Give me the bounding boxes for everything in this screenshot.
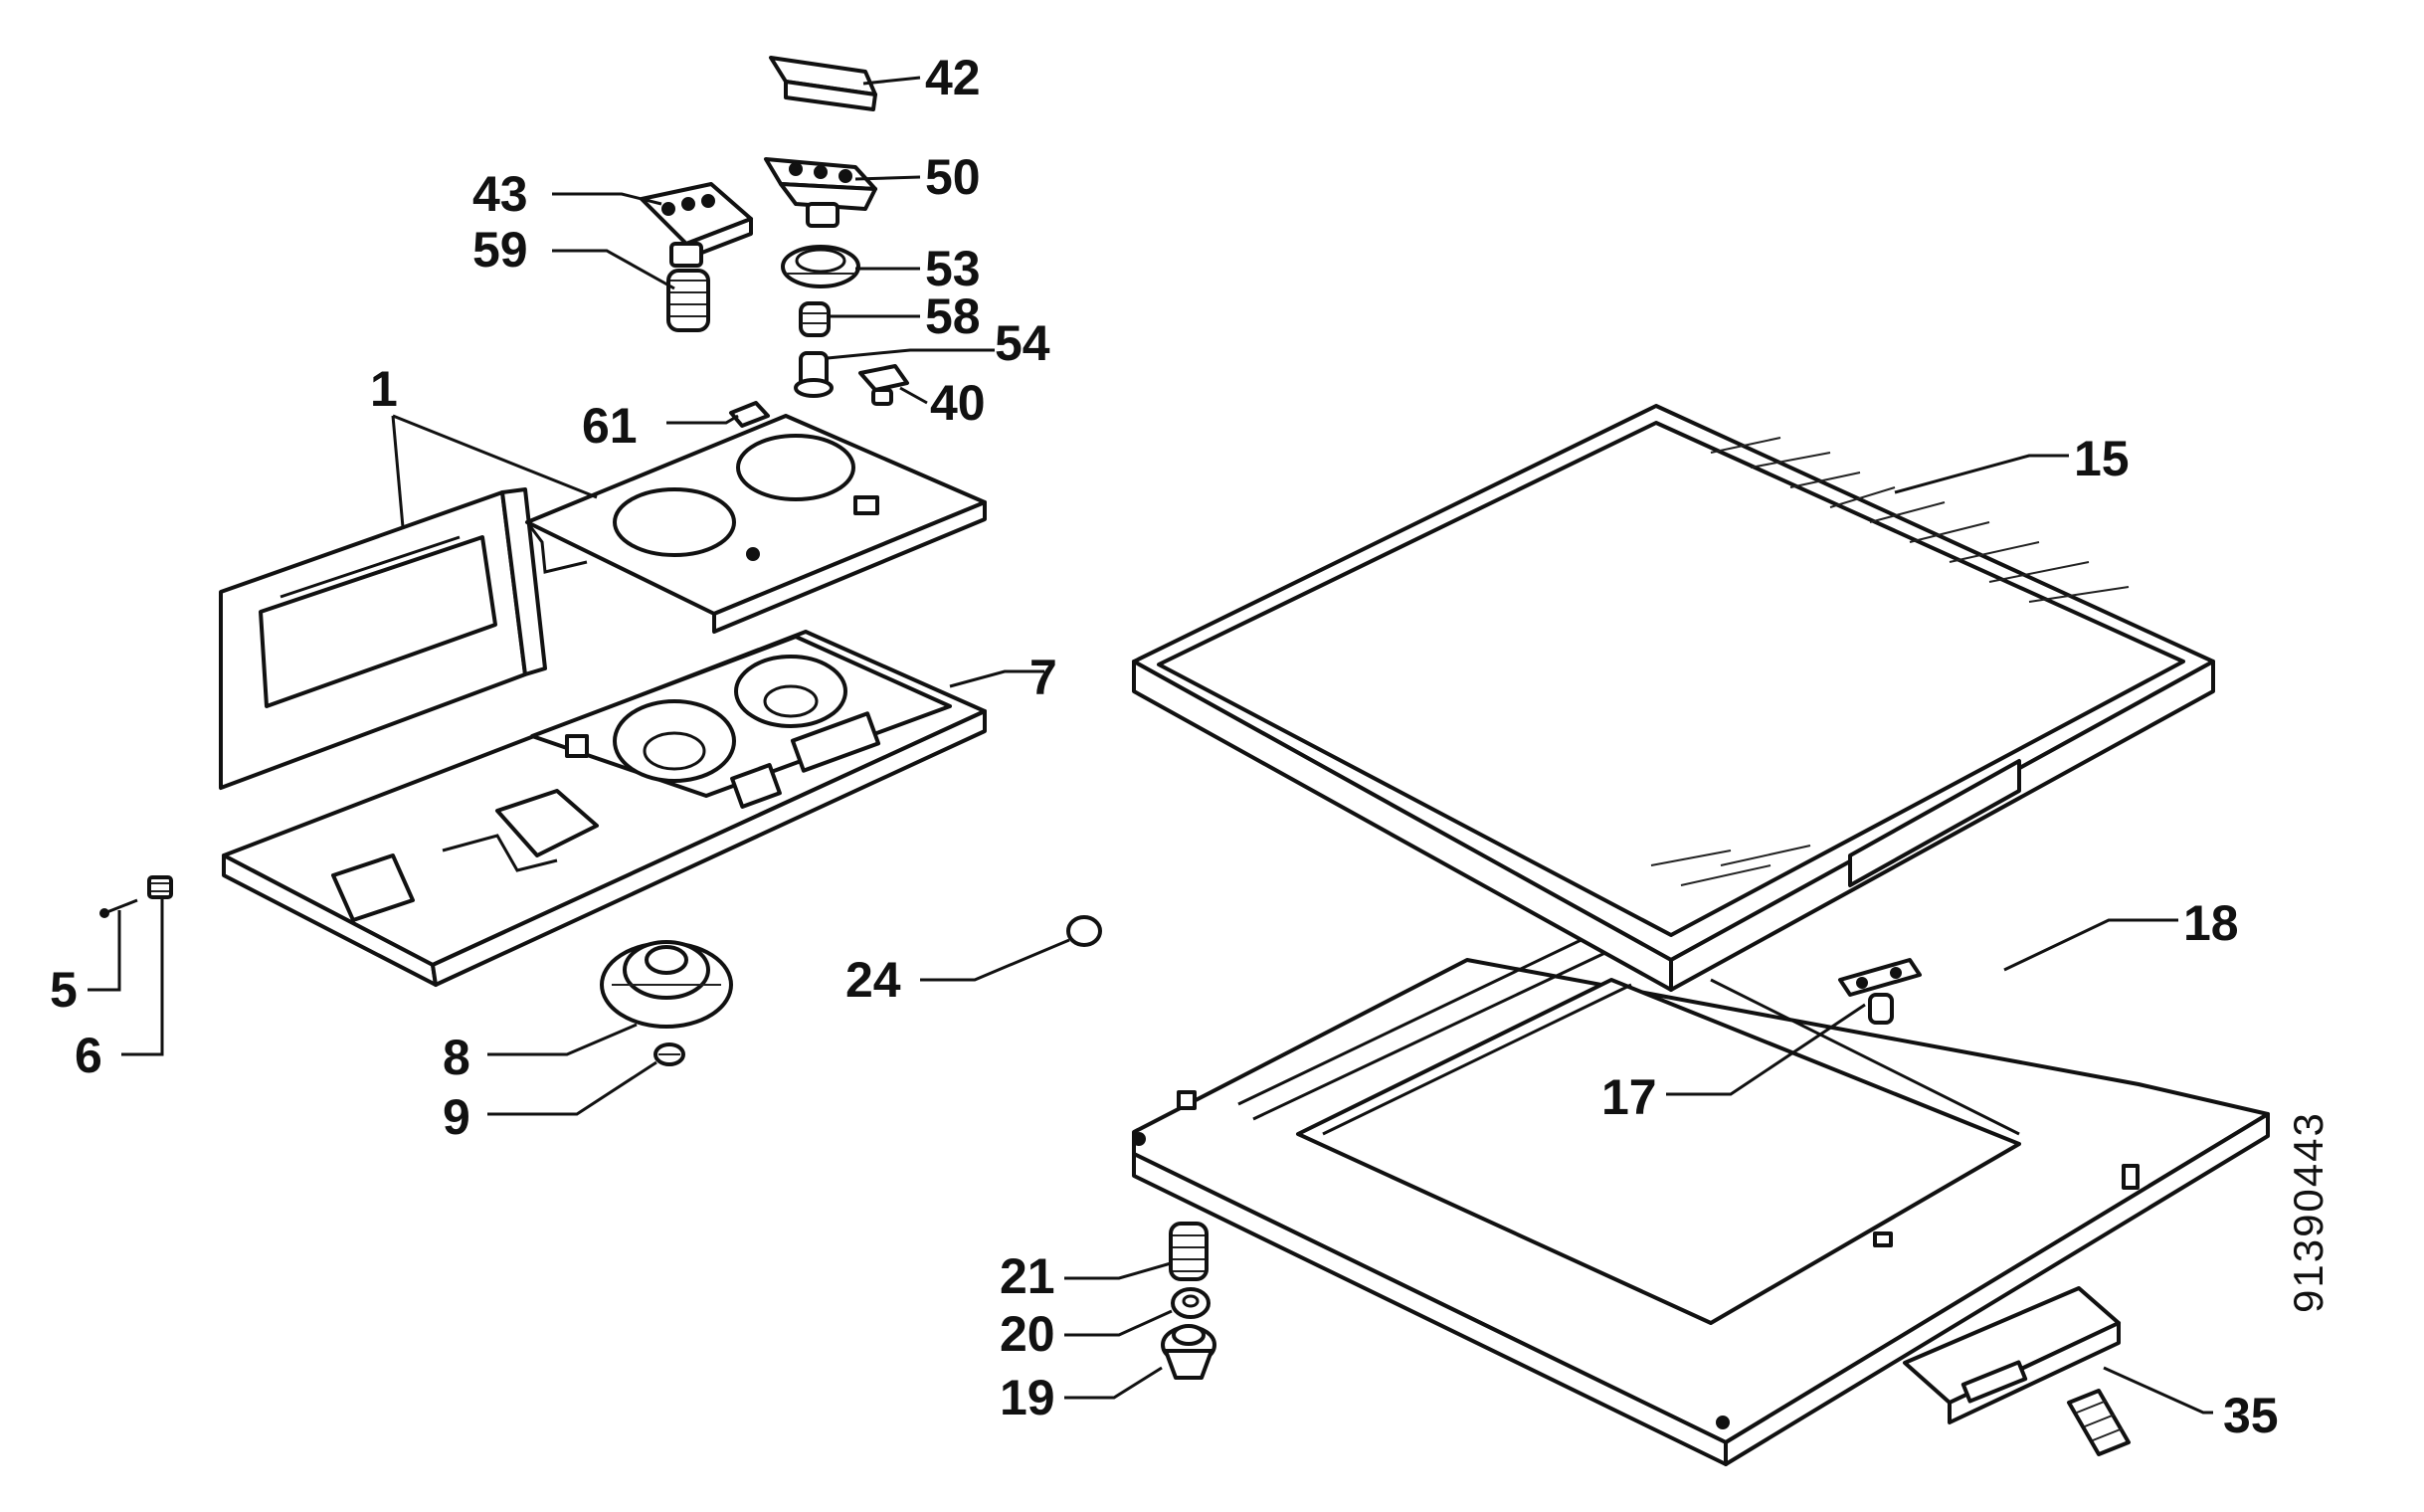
part-5-screw [99,898,138,918]
callout-53: 53 [925,241,981,296]
callout-20: 20 [1000,1306,1055,1362]
part-17-hinge [1838,958,1922,1025]
callout-15: 15 [2074,431,2130,486]
part-7-control-frame [222,630,987,987]
part-42-cover [769,56,877,111]
callout-42: 42 [925,50,981,105]
part-40-button [858,364,909,406]
callout-1: 1 [370,361,398,417]
part-19-foot [1161,1324,1216,1380]
callout-5: 5 [50,962,78,1018]
callout-50: 50 [925,149,981,205]
callout-58: 58 [925,288,981,344]
part-59-spring [666,269,710,332]
part-35-latch [1903,1286,2131,1456]
callout-6: 6 [75,1028,102,1083]
part-1-panel-top [525,414,987,634]
callout-9: 9 [443,1089,470,1145]
part-54-shaft [794,351,834,398]
part-15-lid [1132,404,2215,992]
callout-24: 24 [845,952,901,1008]
callout-19: 19 [1000,1370,1055,1425]
part-43-switch [640,182,753,268]
callout-43: 43 [472,166,528,222]
part-21-spring [1169,1222,1209,1281]
part-1-panel-front [219,487,547,790]
callout-8: 8 [443,1030,470,1085]
callout-59: 59 [472,222,528,278]
callout-7: 7 [1029,650,1057,705]
part-20-bushing [1171,1287,1211,1319]
part-24-cap [1066,915,1102,947]
part-61-clip [729,401,770,428]
leader-lines [88,76,2213,1415]
part-50-selector [764,157,877,228]
callout-18: 18 [2183,895,2239,951]
part-6-grommet [147,875,173,899]
drawing-number: 91390443 [2285,1111,2331,1313]
part-18-frame [1132,933,2270,1466]
callout-21: 21 [1000,1248,1055,1304]
callout-61: 61 [582,398,638,454]
callout-35: 35 [2223,1388,2279,1443]
callout-40: 40 [930,375,986,431]
callout-17: 17 [1601,1069,1657,1125]
part-9-screw [653,1042,685,1066]
callout-54: 54 [995,315,1050,371]
part-53-gear [781,245,860,288]
part-58-spring [799,301,831,337]
part-8-knob [600,940,733,1029]
